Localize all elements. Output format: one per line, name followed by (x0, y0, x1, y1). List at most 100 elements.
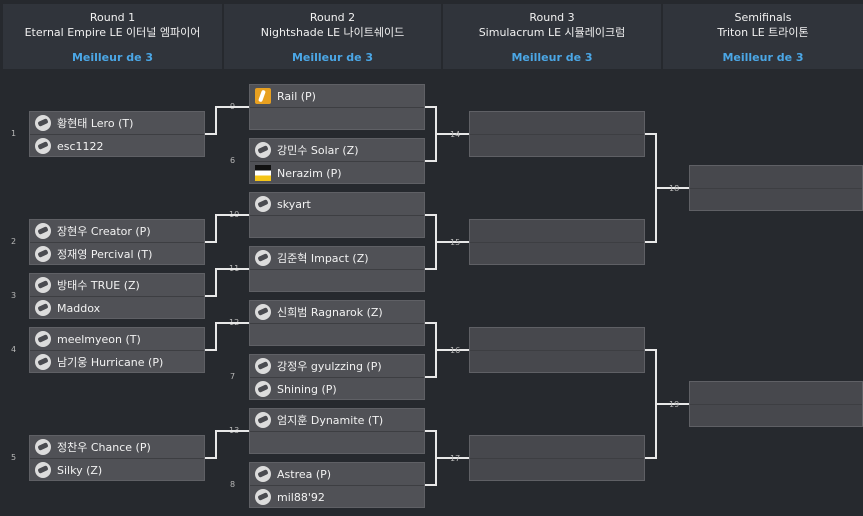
match-label: 16 (450, 346, 461, 355)
player-slot[interactable]: 방태수 TRUE (Z) (30, 274, 204, 296)
player-slot[interactable] (470, 242, 644, 265)
match-card[interactable]: meelmyeon (T) 남기웅 Hurricane (P) (29, 327, 205, 373)
best-of-label: Meilleur de 3 (71, 51, 154, 64)
race-icon (35, 354, 51, 370)
map-name: Eternal Empire LE 이터널 엠파이어 (24, 26, 201, 39)
player-slot[interactable]: Maddox (30, 296, 204, 319)
match-card[interactable]: 김준혁 Impact (Z) (249, 246, 425, 292)
player-slot[interactable]: meelmyeon (T) (30, 328, 204, 350)
player-slot[interactable] (690, 382, 862, 404)
race-icon (255, 381, 271, 397)
player-name: Shining (P) (277, 382, 337, 396)
match-card[interactable] (689, 381, 863, 427)
bracket-connector (425, 430, 436, 432)
player-slot[interactable] (470, 350, 644, 373)
round-title: Round 2 (309, 11, 356, 24)
best-of-label: Meilleur de 3 (511, 51, 593, 64)
match-label: 14 (450, 130, 461, 139)
bracket-connector (655, 187, 689, 189)
match-card[interactable]: skyart (249, 192, 425, 238)
player-slot[interactable]: Rail (P) (250, 85, 424, 107)
match-card[interactable]: Rail (P) (249, 84, 425, 130)
player-slot[interactable]: esc1122 (30, 134, 204, 157)
player-slot[interactable]: 엄지훈 Dynamite (T) (250, 409, 424, 431)
player-slot[interactable] (250, 215, 424, 238)
match-seed: 5 (11, 453, 17, 462)
player-slot[interactable] (690, 404, 862, 427)
bracket-connector (435, 133, 469, 135)
bracket-connector (425, 484, 436, 486)
player-slot[interactable] (470, 112, 644, 134)
player-slot[interactable] (250, 107, 424, 130)
match-card[interactable] (469, 111, 645, 157)
header-round2: Round 2 Nightshade LE 나이트쉐이드 Meilleur de… (224, 4, 441, 69)
player-name: Astrea (P) (277, 467, 332, 481)
player-slot[interactable] (690, 166, 862, 188)
player-slot[interactable] (470, 458, 644, 481)
player-slot[interactable]: Nerazim (P) (250, 161, 424, 184)
player-slot[interactable]: 남기웅 Hurricane (P) (30, 350, 204, 373)
race-icon (255, 489, 271, 505)
player-slot[interactable] (250, 269, 424, 292)
player-name: Silky (Z) (57, 463, 103, 477)
match-card[interactable]: 정찬우 Chance (P) Silky (Z) (29, 435, 205, 481)
match-card[interactable]: 장현우 Creator (P) 정재영 Percival (T) (29, 219, 205, 265)
player-slot[interactable]: mil88'92 (250, 485, 424, 508)
match-card[interactable]: 엄지훈 Dynamite (T) (249, 408, 425, 454)
match-card[interactable]: 황현태 Lero (T) esc1122 (29, 111, 205, 157)
player-slot[interactable] (250, 323, 424, 346)
bracket-connector (645, 457, 656, 459)
player-slot[interactable] (250, 431, 424, 454)
match-card[interactable] (469, 435, 645, 481)
player-slot[interactable]: 강정우 gyulzzing (P) (250, 355, 424, 377)
player-slot[interactable] (470, 220, 644, 242)
bracket-connector (215, 214, 217, 243)
round-title: Round 3 (529, 11, 575, 24)
match-card[interactable]: 강정우 gyulzzing (P) Shining (P) (249, 354, 425, 400)
player-slot[interactable]: Silky (Z) (30, 458, 204, 481)
player-name: 김준혁 Impact (Z) (277, 252, 369, 265)
country-flag-icon (255, 165, 271, 181)
match-card[interactable] (469, 327, 645, 373)
race-icon (35, 462, 51, 478)
bracket-connector (215, 322, 217, 351)
race-icon (35, 223, 51, 239)
player-slot[interactable] (690, 188, 862, 211)
race-icon (35, 115, 51, 131)
race-icon (255, 358, 271, 374)
race-icon (255, 142, 271, 158)
race-icon (35, 277, 51, 293)
player-slot[interactable] (470, 134, 644, 157)
bracket-connector (205, 349, 216, 351)
player-slot[interactable]: 황현태 Lero (T) (30, 112, 204, 134)
match-card[interactable] (689, 165, 863, 211)
match-card[interactable]: 신희범 Ragnarok (Z) (249, 300, 425, 346)
player-slot[interactable]: 정재영 Percival (T) (30, 242, 204, 265)
player-slot[interactable]: 신희범 Ragnarok (Z) (250, 301, 424, 323)
race-icon (35, 246, 51, 262)
round-title: Semifinals (734, 11, 792, 24)
match-card[interactable] (469, 219, 645, 265)
bracket-connector (205, 241, 216, 243)
player-slot[interactable]: 강민수 Solar (Z) (250, 139, 424, 161)
bracket-connector (425, 106, 436, 108)
bracket-connector (645, 241, 656, 243)
player-slot[interactable]: 장현우 Creator (P) (30, 220, 204, 242)
race-icon (255, 412, 271, 428)
race-icon (255, 304, 271, 320)
match-card[interactable]: 방태수 TRUE (Z) Maddox (29, 273, 205, 319)
race-icon (255, 466, 271, 482)
player-slot[interactable] (470, 436, 644, 458)
player-name: Maddox (57, 301, 101, 315)
player-slot[interactable]: 정찬우 Chance (P) (30, 436, 204, 458)
match-card[interactable]: Astrea (P) mil88'92 (249, 462, 425, 508)
match-card[interactable]: 강민수 Solar (Z) Nerazim (P) (249, 138, 425, 184)
player-slot[interactable]: 김준혁 Impact (Z) (250, 247, 424, 269)
player-slot[interactable] (470, 328, 644, 350)
map-name: Nightshade LE 나이트쉐이드 (260, 26, 405, 39)
player-slot[interactable]: skyart (250, 193, 424, 215)
player-slot[interactable]: Astrea (P) (250, 463, 424, 485)
header-semifinals: Semifinals Triton LE 트라이톤 Meilleur de 3 (663, 4, 863, 69)
player-slot[interactable]: Shining (P) (250, 377, 424, 400)
bracket-connector (425, 160, 436, 162)
